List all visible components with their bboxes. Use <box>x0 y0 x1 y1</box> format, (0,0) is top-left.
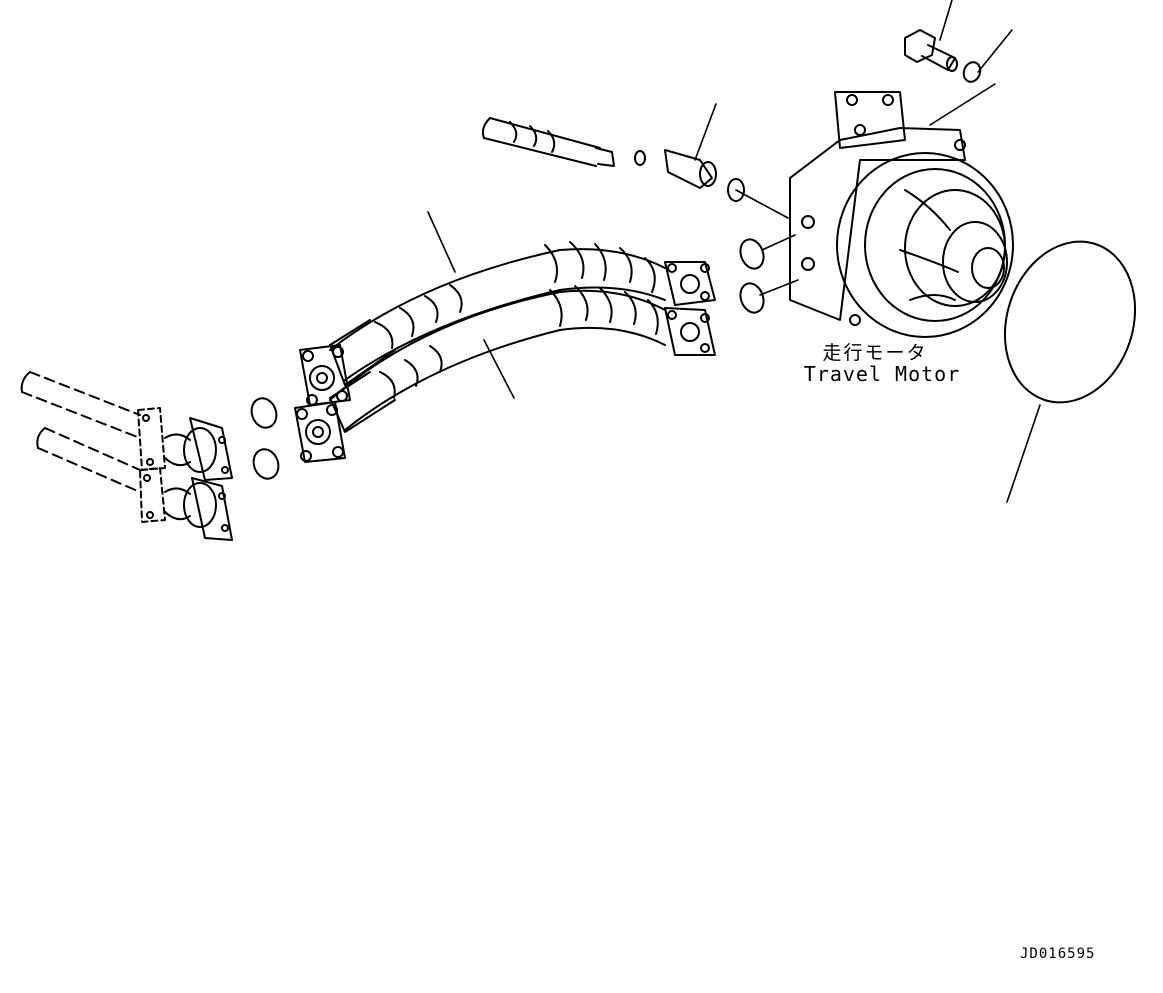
component-label-jp: 走行モータ <box>822 342 928 364</box>
drawing-code: JD016595 <box>1020 946 1096 962</box>
o-rings-left <box>248 395 283 482</box>
o-rings-right <box>737 236 768 316</box>
leader-lines <box>428 0 1040 502</box>
hose-lower <box>330 286 665 432</box>
hose-flanges-right <box>665 262 715 355</box>
adapter-fitting <box>665 150 744 201</box>
component-label-en: Travel Motor <box>803 362 961 386</box>
large-o-ring <box>985 225 1156 420</box>
drain-hose <box>483 118 645 166</box>
washer <box>961 60 983 84</box>
bolt <box>905 30 957 71</box>
hose-flanges-left <box>295 345 350 462</box>
hose-upper <box>330 242 665 385</box>
left-split-flanges <box>138 408 232 540</box>
left-pipes <box>22 372 140 492</box>
travel-motor <box>790 92 1013 337</box>
